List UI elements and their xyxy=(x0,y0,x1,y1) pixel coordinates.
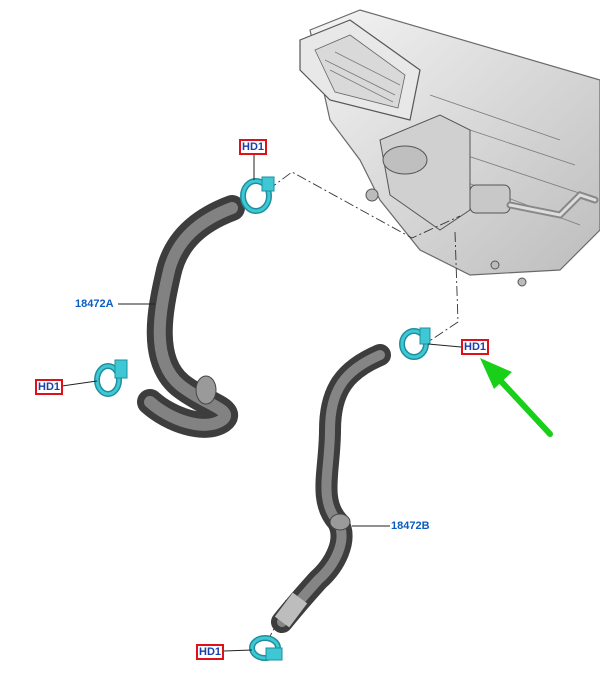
hose-18472a xyxy=(137,195,245,438)
clamp-right-icon xyxy=(399,327,431,360)
clamp-left-icon xyxy=(94,359,128,397)
clamp-top-icon xyxy=(240,176,275,214)
heater-unit-drawing xyxy=(299,9,600,287)
green-arrow-icon xyxy=(480,358,553,437)
clamp-bottom-icon xyxy=(249,635,283,661)
clamp-tag-bottom: HD1 xyxy=(196,644,225,660)
part-label-18472b: 18472B xyxy=(391,520,430,532)
leader-lines xyxy=(61,153,462,652)
clamp-tag-left: HD1 xyxy=(35,379,64,395)
part-label-18472a: 18472A xyxy=(75,298,114,310)
clamp-tag-right: HD1 xyxy=(461,339,490,355)
hose-18472b xyxy=(271,344,391,633)
clamp-tag-top: HD1 xyxy=(239,139,268,155)
